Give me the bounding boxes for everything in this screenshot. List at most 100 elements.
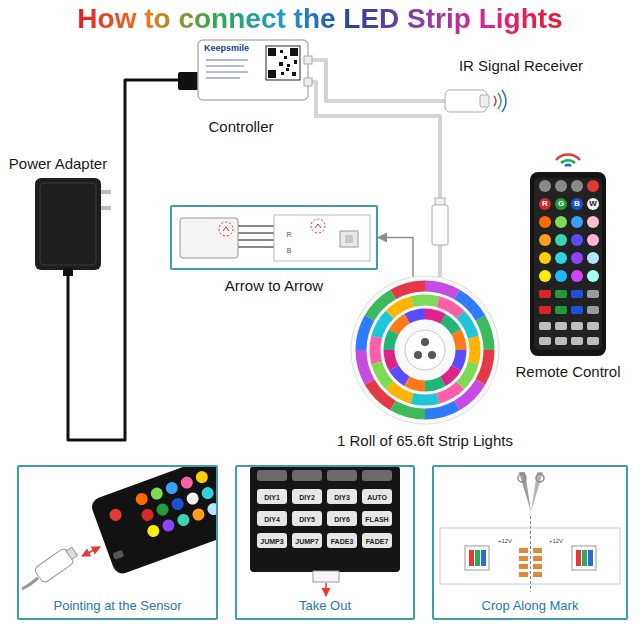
remote-figure [571,216,583,228]
battery-panel-figure [327,470,357,481]
remote-figure [539,337,551,345]
power-adapter-figure [40,183,96,265]
remote-figure [555,180,567,192]
strip-roll-figure [414,351,422,359]
remote-figure [530,172,606,356]
battery-panel-figure [362,470,392,481]
crop-panel-figure [469,550,474,566]
battery-panel-figure [327,533,357,548]
remote-figure [565,165,571,166]
remote-figure [587,306,599,314]
battery-panel-figure [292,533,322,548]
crop-panel-figure [531,472,543,512]
strip-roll-figure [389,314,461,386]
power-adapter-figure [35,178,111,276]
controller-box: KeepsmileController [198,40,308,100]
remote-figure [587,252,599,264]
sensor-panel-figure [194,469,209,484]
power-adapter-figure [63,268,73,276]
button-label: DIY5 [299,516,315,523]
remote-figure [571,290,583,298]
remote-figure [571,270,583,282]
strip-roll-figure [405,330,445,370]
battery-panel-figure [327,489,357,504]
ir-receiver-figure [498,93,501,109]
button-label: AUTO [367,494,387,501]
remote-figure [555,270,567,282]
sensor-panel-figure [164,480,179,495]
controller-unit [268,48,298,78]
remote-figure [534,178,602,350]
battery-panel-figure [257,470,287,481]
button-letter: B [574,200,580,208]
button-label: FLASH [365,516,388,523]
battery-panel-figure [257,511,287,526]
part-heading: Remote Control [515,363,620,380]
button-label: DIY2 [299,494,315,501]
remote-figure [587,290,599,298]
controller-unit [198,40,308,100]
battery-panel-figure [257,533,287,548]
button-label: DIY1 [264,494,280,501]
sensor-panel-figure [108,507,123,522]
sensor-panel-figure [89,467,216,576]
inset-connector-figure [180,218,238,258]
remote-figure [555,198,567,210]
battery-panel-figure [250,466,400,596]
strip-roll-circle: 1 Roll of 65.6ft Strip Lights [350,275,500,425]
sensor-panel-figure [155,502,170,517]
controller-unit [206,60,248,78]
pin-name: B [287,247,292,254]
strip-roll-figure [351,276,499,424]
strip-connector [432,205,448,245]
remote-figure [539,180,551,192]
remote-figure [587,322,599,330]
signal-cable [308,60,445,101]
ir-receiver-figure [480,95,489,107]
crop-panel-figure [588,550,593,566]
step-caption: Pointing at the Sensor [54,599,182,614]
power-adapter-figure [101,206,111,210]
remote-figure [539,252,551,264]
crop-panel-figure [576,550,581,566]
strip-roll-figure [351,276,499,424]
sensor-panel-figure [206,501,216,516]
strip-roll-figure [361,286,489,414]
controller-unit [304,78,312,86]
crop-panel-figure [536,474,544,482]
inset-connector-figure [223,227,229,231]
inset-connector-figure [274,215,370,261]
step-panel: Pointing at the Sensor [17,465,218,620]
crop-panel-figure [518,474,526,482]
sensor-panel-figure [22,450,258,589]
part-heading: IR Signal Receiver [459,57,583,74]
strip-roll-figure [375,300,475,400]
remote-figure [555,290,567,298]
remote-figure [539,198,551,210]
button-letter: W [589,200,597,208]
remote-figure [587,216,599,228]
button-label: FADE3 [331,538,354,545]
battery-panel-figure [362,533,392,548]
crop-panel-figure [519,472,531,512]
remote-figure [539,290,551,298]
strip-roll-figure [361,286,489,414]
crop-panel-figure [440,472,620,592]
remote-figure [571,180,583,192]
ir-receiver-figure [502,90,506,112]
remote-figure [571,234,583,246]
sensor-panel-figure [89,467,216,576]
inset-connector-figure [180,215,370,261]
ir-receiver-figure [445,90,506,112]
pin-name: R [286,231,291,238]
crop-panel-figure [475,550,480,566]
step-caption: Take Out [299,599,351,614]
remote-figure [555,216,567,228]
sensor-panel-figure [113,550,125,560]
button-label: JUMP7 [295,538,318,545]
remote-figure [530,155,606,356]
remote-figure [571,322,583,330]
strip-roll-figure [375,300,475,400]
battery-panel-figure [292,511,322,526]
